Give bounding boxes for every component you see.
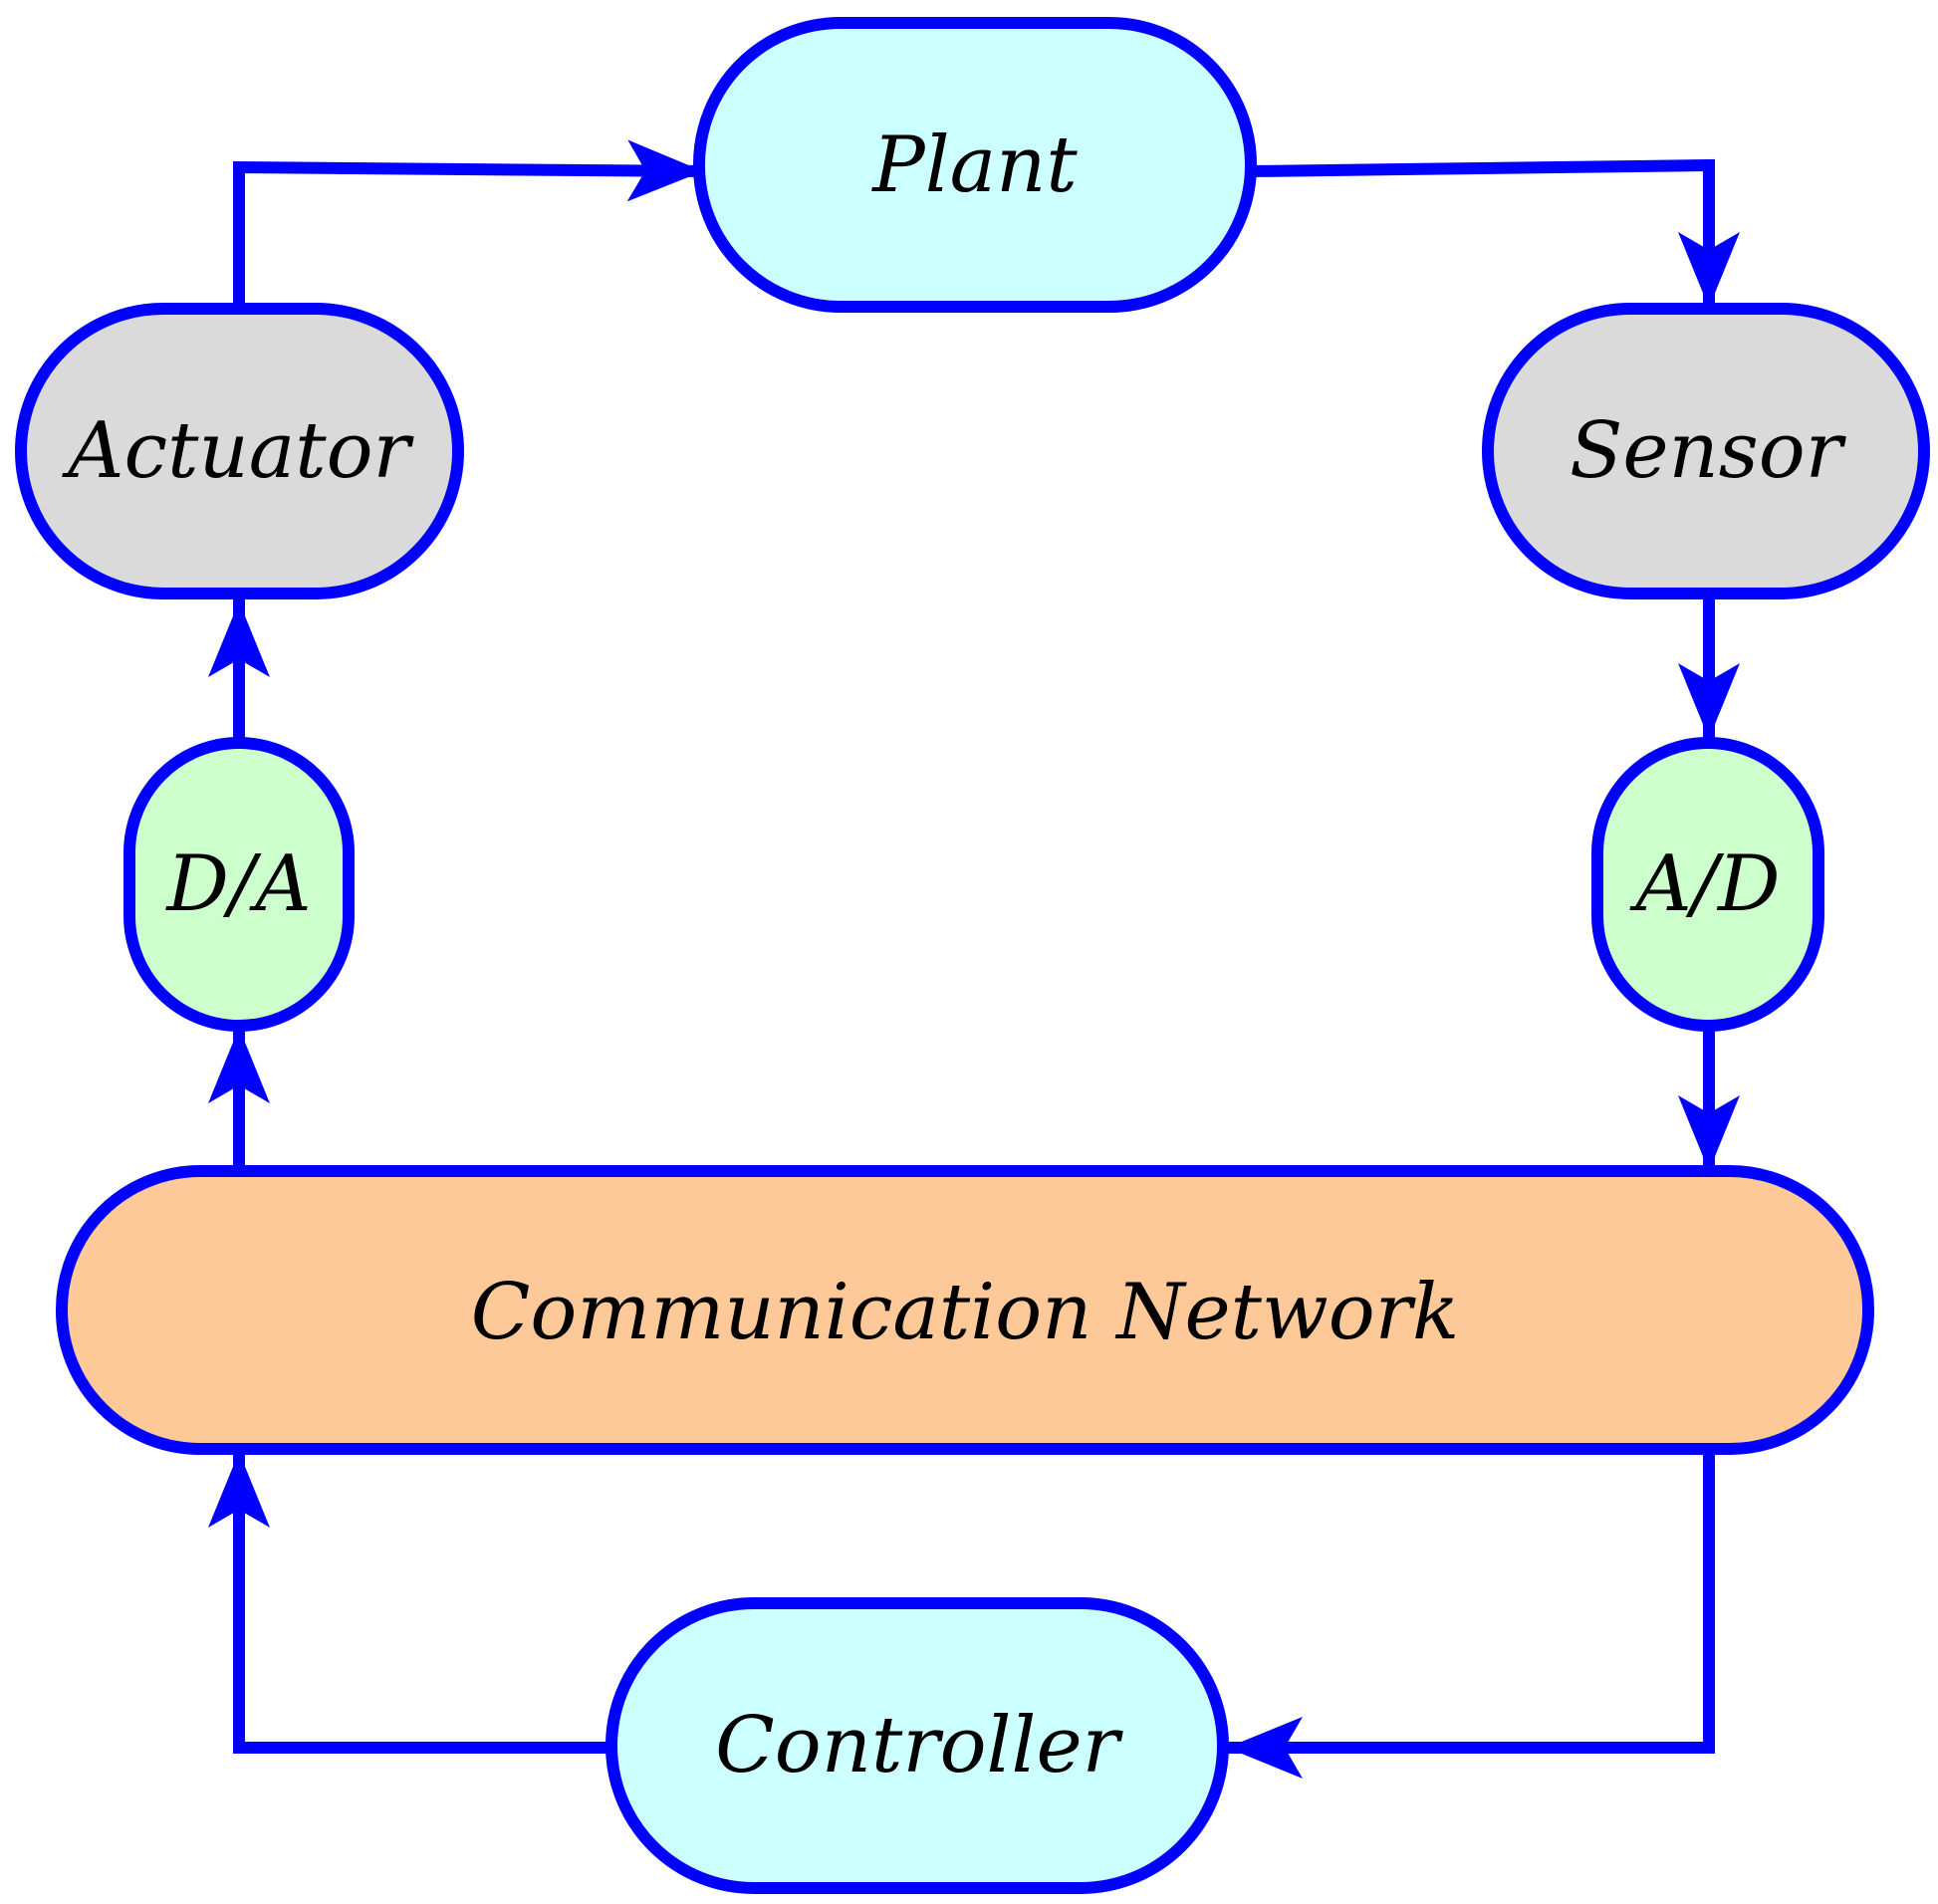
controller-label: Controller	[715, 1701, 1124, 1790]
actuator-label: Actuator	[62, 406, 414, 496]
node-network: Communication Network	[56, 1165, 1874, 1455]
da-box	[123, 737, 355, 1032]
edge-plant-to-sensor	[1244, 158, 1740, 310]
ad-box	[1591, 737, 1824, 1032]
edges	[208, 139, 1740, 1779]
node-actuator: Actuator	[15, 303, 464, 599]
sensor-label: Sensor	[1570, 406, 1847, 496]
ad-label: A/D	[1629, 839, 1780, 929]
edge-controller-to-network	[208, 1450, 617, 1754]
actuator-box	[15, 303, 464, 599]
node-sensor: Sensor	[1482, 303, 1930, 599]
edge-actuator-to-plant	[233, 139, 706, 308]
plant-label: Plant	[870, 120, 1078, 210]
node-da: D/A	[123, 737, 355, 1032]
node-plant: Plant	[693, 17, 1257, 313]
da-label: D/A	[164, 839, 311, 929]
plant-box	[693, 17, 1257, 313]
edge-network-to-controller	[1225, 1442, 1715, 1779]
sensor-box	[1482, 303, 1930, 599]
controller-box	[606, 1597, 1229, 1894]
network-label: Communication Network	[471, 1268, 1459, 1357]
node-ad: A/D	[1591, 737, 1824, 1032]
node-controller: Controller	[606, 1597, 1229, 1894]
network-box	[56, 1165, 1874, 1455]
